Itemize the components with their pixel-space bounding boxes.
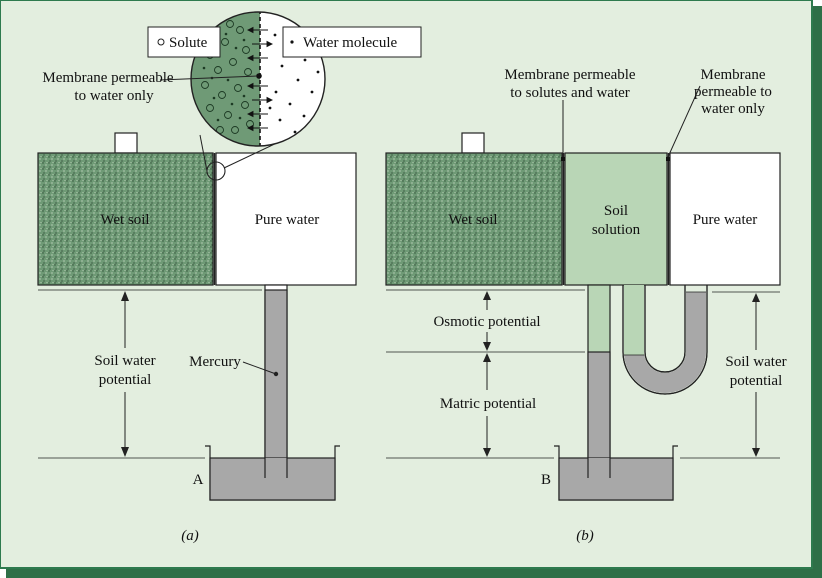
legend-solute-box [147, 26, 221, 58]
panel-b-letter: B [541, 472, 551, 488]
panel-b-top-stub [461, 132, 485, 154]
panel-b-osmotic-potential-label: Osmotic potential [433, 314, 540, 330]
panel-b-wet-soil-label: Wet soil [448, 212, 497, 228]
panel-b-soil-solution-label-2: solution [592, 222, 641, 238]
panel-b-swp-arrow-down [752, 448, 760, 457]
panel-b-wet-soil-box [385, 152, 563, 286]
panel-a-arrow-down [121, 447, 129, 457]
panel-b-matric-arrow-down [483, 448, 491, 457]
panel-a-mercury-pointer [242, 361, 277, 375]
panel-b-swp-arrow-up [752, 293, 760, 302]
panel-b-u-tube-mercury [624, 292, 706, 393]
panel-b-soil-water-potential-1: Soil water [725, 354, 786, 370]
panel-b-osmotic-arrow-up [483, 291, 491, 300]
panel-b-membrane-solutes-label-2: to solutes and water [510, 85, 630, 101]
panel-a-magnifier-line-left [199, 134, 208, 172]
panel-b-pure-water-label: Pure water [693, 212, 758, 228]
panel-a-wet-soil-label: Wet soil [100, 212, 149, 228]
panel-b-soil-solution-box [564, 152, 668, 286]
panel-b-reservoir-mercury [558, 457, 674, 501]
panel-a-caption: (a) [181, 528, 199, 544]
legend-solute-symbol [157, 38, 165, 46]
panel-b-soil-water-potential-2: potential [730, 373, 783, 389]
panel-b-membrane-water-pointer [667, 85, 701, 158]
panel-a-pure-water-label: Pure water [255, 212, 320, 228]
panel-a-mercury-label: Mercury [189, 354, 241, 370]
panel-b-pure-water-box [669, 152, 781, 286]
legend-solute-label: Solute [169, 35, 208, 51]
panel-a-tube-bottom [265, 458, 287, 478]
panel-b-membrane-water-label-1: Membrane [701, 67, 766, 83]
panel-a-pure-water-box [215, 152, 357, 286]
panel-a-soil-water-potential-2: potential [99, 372, 152, 388]
panel-b-membrane-water-label-3: water only [701, 101, 765, 117]
panel-a-soil-water-potential-1: Soil water [94, 353, 155, 369]
panel-a-letter: A [193, 472, 204, 488]
panel-b-soil-solution-label-1: Soil [604, 203, 628, 219]
panel-b-matric-potential-label: Matric potential [440, 396, 536, 412]
panel-a-top-stub [114, 132, 138, 154]
legend-water-label: Water molecule [303, 35, 398, 51]
panel-a-membrane-label-1: Membrane permeable [42, 70, 174, 86]
panel-a-mercury-column [264, 289, 288, 464]
panel-a-arrow-up [121, 291, 129, 301]
panel-b-matric-arrow-up [483, 353, 491, 362]
panel-a-membrane-label-2: to water only [74, 88, 154, 104]
legend-water-symbol [290, 40, 294, 44]
panel-a-wet-soil-box [37, 152, 214, 286]
panel-b-caption: (b) [576, 528, 594, 544]
panel-b-membrane-solutes-label-1: Membrane permeable [504, 67, 636, 83]
legend-water-box [282, 26, 422, 58]
panel-b-membrane-water-label-2: permeable to [694, 84, 772, 100]
panel-b-osmotic-arrow-down [483, 342, 491, 351]
panel-a-membrane-pointer [159, 75, 258, 81]
